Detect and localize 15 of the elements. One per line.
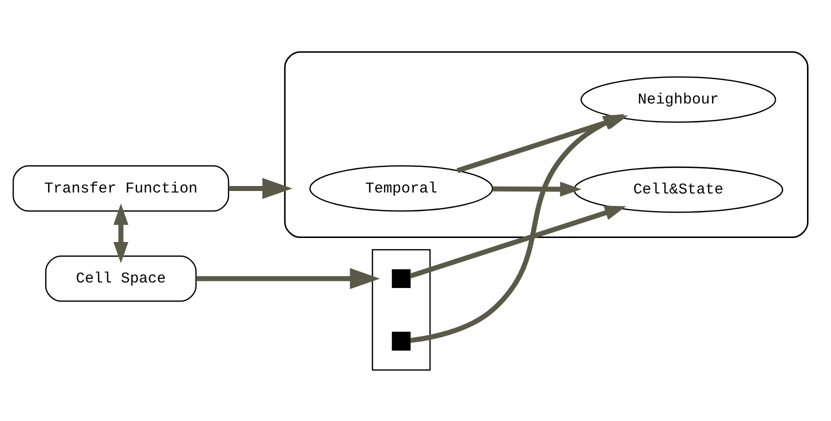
cluster [372,248,431,370]
node-box: Cell Space [45,254,197,302]
arrow [196,268,380,289]
cluster [284,50,808,238]
node-ellipse: Cell&State [573,166,784,212]
arrow [113,202,128,263]
node-ellipse: Temporal [309,164,494,212]
node-box [392,331,411,350]
arrow [492,181,582,196]
node-box [392,268,411,288]
arrow [410,205,626,278]
arrow [410,114,625,342]
arrow [228,177,292,198]
node-box: Transfer Function [12,164,230,212]
node-ellipse: Neighbour [580,76,776,122]
